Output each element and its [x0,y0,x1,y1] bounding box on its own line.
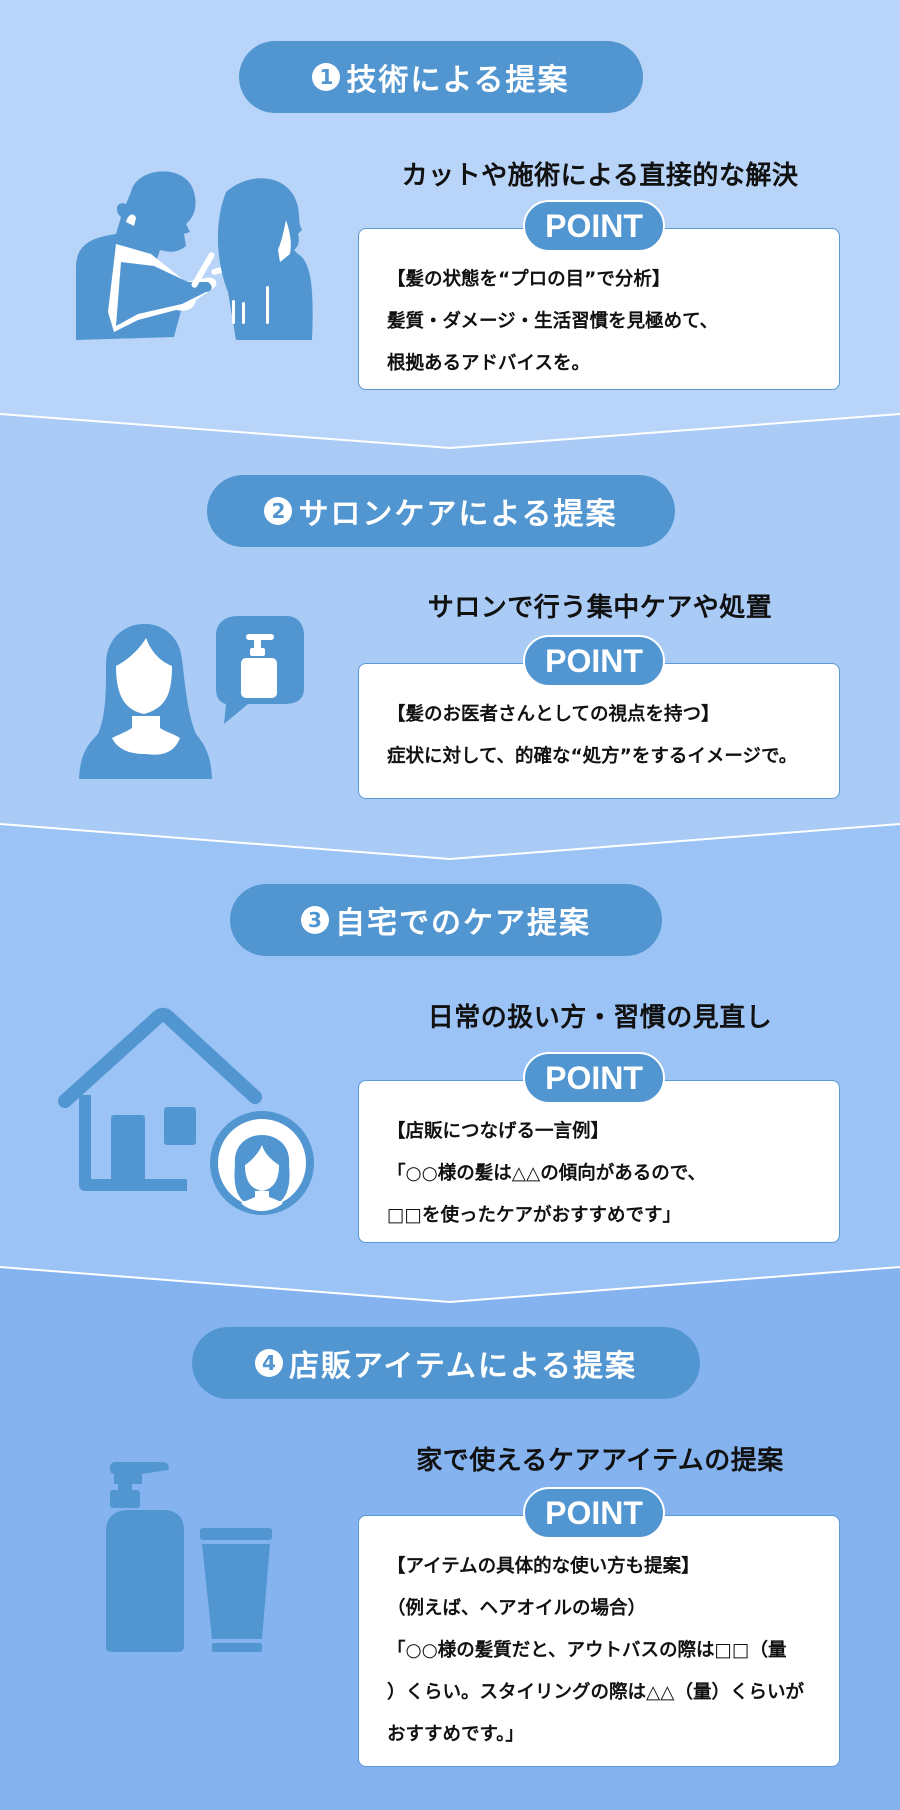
point-badge: POINT [523,200,665,252]
section-title: 技術による提案 [346,63,570,98]
point-badge: POINT [523,635,665,687]
point-text-line: 「○○様の髪質だと、アウトバスの際は□□（量 [387,1640,787,1661]
step-number-badge: 1 [312,63,341,91]
hairdresser-cutting-hair-icon [76,171,313,340]
section-title: サロンケアによる提案 [298,497,618,532]
section-title-pill: 1 技術による提案 [239,41,643,113]
section-subtitle: 家で使えるケアアイテムの提案 [416,1446,784,1476]
section-title: 自宅でのケア提案 [335,906,591,941]
point-text-line: 髪質・ダメージ・生活習慣を見極めて、 [387,311,719,332]
point-heading: 【アイテムの具体的な使い方も提案】 [387,1556,700,1577]
house-with-woman-avatar-icon [58,1007,314,1215]
chevron-divider-2 [0,823,900,861]
step-number-badge: 4 [254,1349,283,1377]
point-text-line: （例えば、ヘアオイルの場合） [387,1598,647,1619]
section-subtitle: サロンで行う集中ケアや処置 [427,593,773,623]
point-heading: 【髪の状態を“プロの目”で分析】 [387,269,671,290]
point-box: POINT 【店販につなげる一言例】 「○○様の髪は△△の傾向があるので、 □□… [358,1052,840,1243]
point-text-line: 症状に対して、的確な“処方”をするイメージで。 [387,746,798,767]
point-heading: 【店販につなげる一言例】 [387,1121,610,1142]
point-box: POINT 【髪のお医者さんとしての視点を持つ】 症状に対して、的確な“処方”を… [358,635,840,799]
point-box: POINT 【アイテムの具体的な使い方も提案】 （例えば、ヘアオイルの場合） 「… [358,1487,840,1767]
point-text-line: 「○○様の髪は△△の傾向があるので、 [387,1163,707,1184]
section-title-pill: 2 サロンケアによる提案 [207,475,675,547]
section-subtitle: 日常の扱い方・習慣の見直し [427,1003,773,1033]
point-text-line: 根拠あるアドバイスを。 [387,353,590,374]
section-title: 店販アイテムによる提案 [288,1349,638,1384]
point-box: POINT 【髪の状態を“プロの目”で分析】 髪質・ダメージ・生活習慣を見極めて… [358,200,840,390]
woman-with-pump-bottle-speech-bubble-icon [79,616,304,779]
point-text-line: □□を使ったケアがおすすめです」 [387,1205,681,1226]
section-subtitle: カットや施術による直接的な解決 [401,161,799,191]
point-heading: 【髪のお医者さんとしての視点を持つ】 [387,704,720,725]
step-number-badge: 3 [301,906,329,934]
point-text-line: ）くらい。スタイリングの際は△△（量）くらいが [387,1682,804,1703]
step-number-badge: 2 [264,497,293,525]
section-title-pill: 3 自宅でのケア提案 [230,884,662,956]
point-text-line: おすすめです。」 [387,1724,524,1745]
point-badge: POINT [523,1487,665,1539]
chevron-divider-3 [0,1266,900,1304]
point-badge: POINT [523,1052,665,1104]
chevron-divider-1 [0,413,900,450]
section-title-pill: 4 店販アイテムによる提案 [192,1327,700,1399]
pump-bottle-and-tube-icon [106,1462,272,1652]
